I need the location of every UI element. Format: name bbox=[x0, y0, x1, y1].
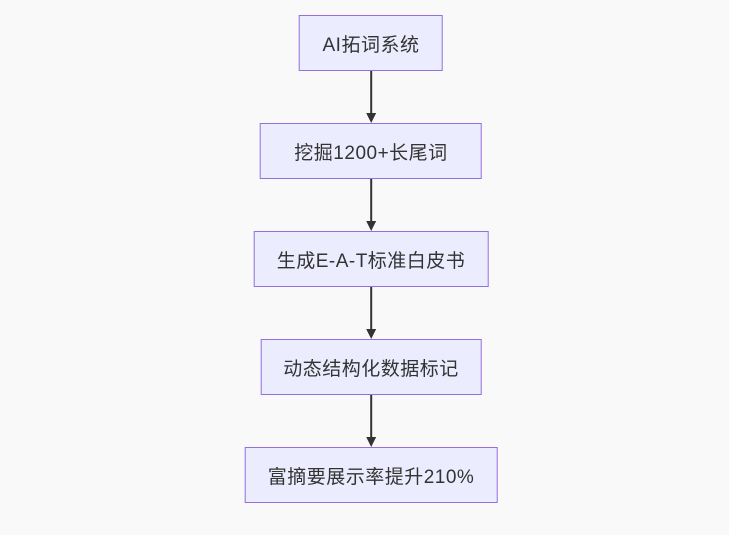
arrow-down-icon bbox=[365, 71, 376, 123]
flow-node-rich-snippet-result: 富摘要展示率提升210% bbox=[244, 447, 498, 503]
flow-node-structured-data: 动态结构化数据标记 bbox=[260, 339, 482, 395]
arrow-down-icon bbox=[365, 395, 376, 447]
flow-arrow bbox=[364, 395, 377, 447]
flow-node-ai-system: AI拓词系统 bbox=[298, 15, 443, 71]
flow-node-label: AI拓词系统 bbox=[322, 34, 420, 56]
flow-node-longtail-keywords: 挖掘1200+长尾词 bbox=[259, 123, 482, 179]
flow-arrow bbox=[364, 71, 377, 123]
flow-node-label: 动态结构化数据标记 bbox=[283, 358, 459, 380]
flow-node-label: 生成E-A-T标准白皮书 bbox=[276, 250, 466, 272]
flow-arrow bbox=[364, 287, 377, 339]
arrow-down-icon bbox=[365, 179, 376, 231]
flowchart: AI拓词系统 挖掘1200+长尾词 生成E-A-T标准白皮书 bbox=[244, 15, 498, 503]
flow-node-eat-whitepaper: 生成E-A-T标准白皮书 bbox=[253, 231, 489, 287]
flow-arrow bbox=[364, 179, 377, 231]
arrow-down-icon bbox=[365, 287, 376, 339]
flow-node-label: 挖掘1200+长尾词 bbox=[294, 142, 448, 164]
flow-node-label: 富摘要展示率提升210% bbox=[267, 466, 475, 488]
